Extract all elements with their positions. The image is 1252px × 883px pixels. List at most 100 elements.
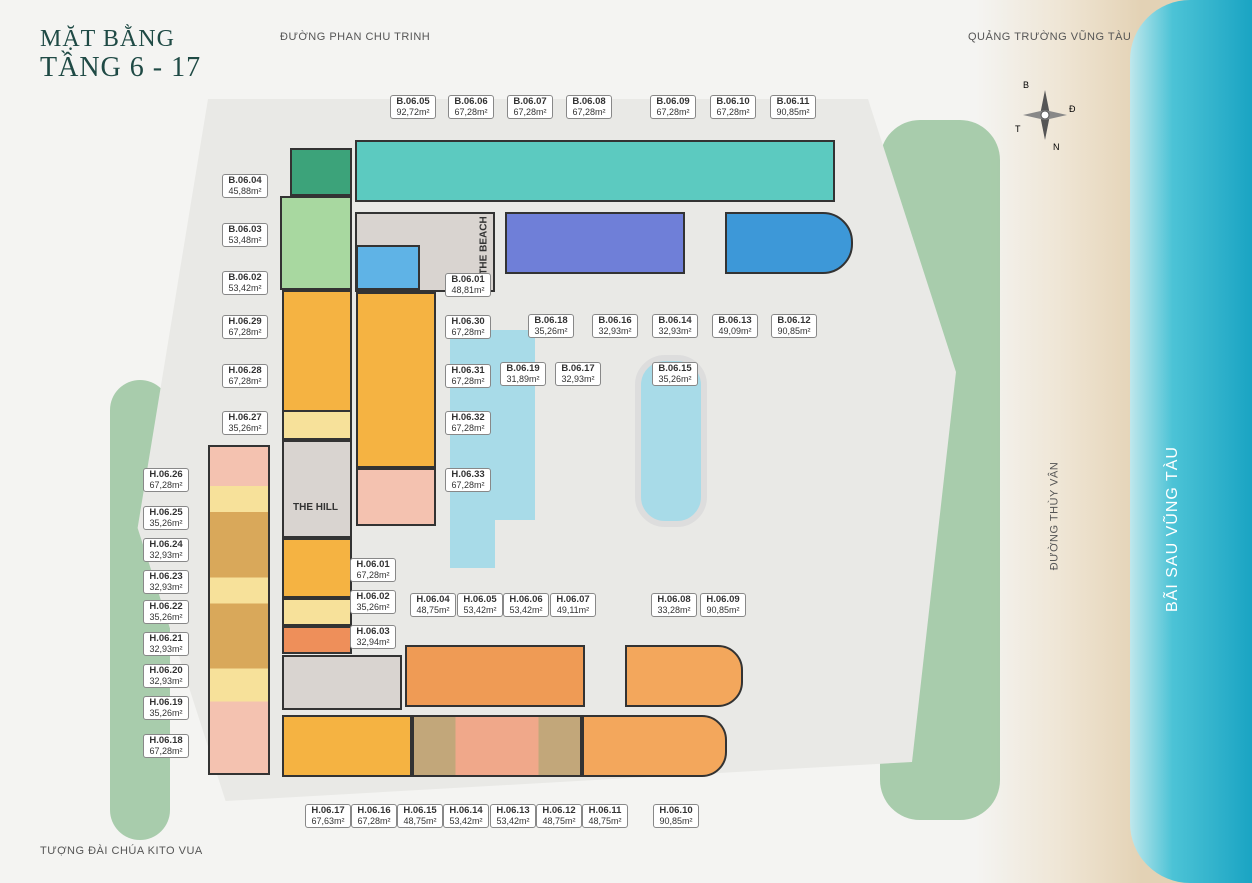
unit-area: 90,85m² — [706, 605, 740, 615]
unit-id: H.06.26 — [149, 469, 183, 480]
unit-id: H.06.10 — [659, 805, 693, 816]
unit-id: H.06.29 — [228, 316, 262, 327]
unit-area: 90,85m² — [777, 326, 811, 336]
unit-area: 32,93m² — [561, 374, 595, 384]
unit-area: 67,28m² — [513, 107, 547, 117]
unit-h0603 — [282, 626, 352, 654]
unit-area: 53,48m² — [228, 235, 262, 245]
unit-id: B.06.12 — [777, 315, 811, 326]
unit-id: B.06.17 — [561, 363, 595, 374]
unit-area: 53,42m² — [509, 605, 543, 615]
unit-area: 35,26m² — [658, 374, 692, 384]
unit-id: B.06.06 — [454, 96, 488, 107]
unit-area: 32,94m² — [356, 637, 390, 647]
unit-area: 32,93m² — [149, 550, 183, 560]
street-bottom-left: TƯỢNG ĐÀI CHÚA KITO VUA — [40, 845, 203, 857]
unit-id: H.06.01 — [356, 559, 390, 570]
block-b-middle-row — [505, 212, 685, 274]
unit-area: 67,28m² — [451, 327, 485, 337]
unit-id: H.06.17 — [311, 805, 345, 816]
ocean — [1130, 0, 1252, 883]
unit-id: H.06.12 — [542, 805, 576, 816]
unit-area: 48,81m² — [451, 285, 485, 295]
unit-area: 92,72m² — [396, 107, 430, 117]
unit-area: 53,42m² — [496, 816, 530, 826]
unit-area: 67,28m² — [451, 423, 485, 433]
unit-id: B.06.10 — [716, 96, 750, 107]
block-b-top-row — [355, 140, 835, 202]
unit-area: 53,42m² — [449, 816, 483, 826]
core-hill — [282, 440, 352, 538]
unit-id: B.06.02 — [228, 272, 262, 283]
unit-id: H.06.32 — [451, 412, 485, 423]
unit-area: 90,85m² — [776, 107, 810, 117]
unit-area: 32,93m² — [598, 326, 632, 336]
unit-id: B.06.07 — [513, 96, 547, 107]
unit-id: H.06.07 — [556, 594, 590, 605]
unit-h0601 — [282, 538, 352, 598]
plan-subtitle: TẦNG 6 - 17 — [40, 52, 202, 83]
unit-area: 32,93m² — [149, 676, 183, 686]
unit-id: B.06.08 — [572, 96, 606, 107]
unit-area: 67,28m² — [454, 107, 488, 117]
unit-id: H.06.30 — [451, 316, 485, 327]
unit-area: 67,28m² — [716, 107, 750, 117]
block-h-south-inner — [405, 645, 585, 707]
unit-id: H.06.02 — [356, 591, 390, 602]
unit-id: B.06.15 — [658, 363, 692, 374]
unit-area: 67,28m² — [357, 816, 391, 826]
